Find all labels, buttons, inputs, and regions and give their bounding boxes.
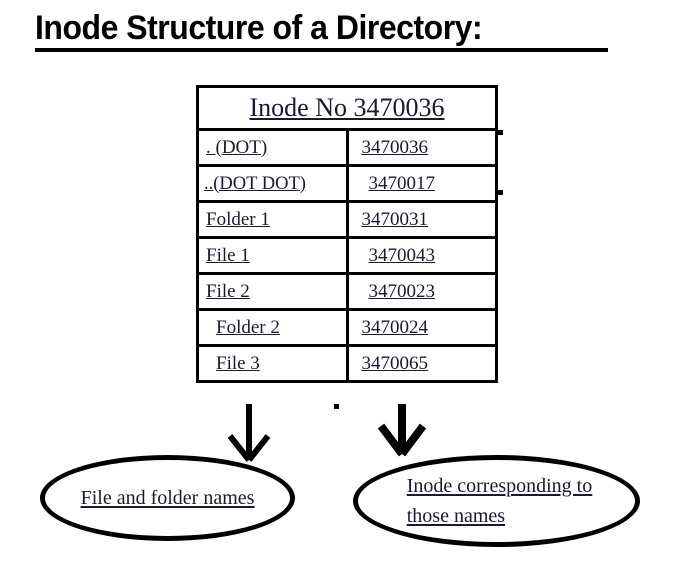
selection-handle [498, 190, 503, 195]
selection-handle [498, 130, 503, 135]
arrow-to-inode-numbers [377, 404, 427, 457]
entry-name-cell: File 2 [196, 272, 349, 311]
entry-inode-text: 3470024 [361, 316, 429, 338]
table-row: . (DOT) 3470036 [196, 128, 498, 167]
entry-name-cell: File 1 [196, 236, 349, 275]
entry-inode-text: 3470065 [361, 352, 429, 374]
table-header-row: Inode No 3470036 [196, 85, 498, 131]
entry-inode-cell: 3470065 [345, 344, 498, 383]
entry-name-cell: File 3 [196, 344, 349, 383]
entry-inode-text: 3470031 [361, 208, 429, 230]
inode-number-header-text: Inode No 3470036 [249, 93, 445, 122]
entry-name-cell: Folder 1 [196, 200, 349, 239]
callout-right-text: Inode corresponding to those names [407, 471, 593, 531]
callout-left-line1: File and folder names [80, 487, 255, 509]
table-row: Folder 2 3470024 [196, 308, 498, 347]
table-row: Folder 1 3470031 [196, 200, 498, 239]
entry-name-cell: Folder 2 [196, 308, 349, 347]
entry-inode-text: 3470036 [361, 136, 429, 158]
arrow-to-file-names [227, 404, 271, 462]
callout-right-line2: those names [406, 505, 506, 527]
entry-name-text: File 3 [216, 352, 260, 374]
entry-inode-cell: 3470017 [345, 164, 498, 203]
page-title: Inode Structure of a Directory: [35, 9, 483, 47]
entry-inode-cell: 3470031 [345, 200, 498, 239]
table-row: File 3 3470065 [196, 344, 498, 383]
callout-inode-correspondence: Inode corresponding to those names [353, 455, 640, 547]
entry-name-text: File 2 [206, 280, 250, 302]
inode-number-header-cell: Inode No 3470036 [196, 85, 498, 131]
callout-file-and-folder-names: File and folder names [40, 455, 295, 541]
entry-inode-text: 3470023 [368, 280, 436, 302]
entry-inode-cell: 3470023 [345, 272, 498, 311]
entry-name-text: . (DOT) [206, 136, 268, 158]
table-row: ..(DOT DOT) 3470017 [196, 164, 498, 203]
table-row: File 2 3470023 [196, 272, 498, 311]
entry-inode-text: 3470017 [368, 172, 436, 194]
entry-name-text: Folder 1 [206, 208, 270, 230]
entry-inode-cell: 3470024 [345, 308, 498, 347]
selection-handle [334, 404, 339, 409]
entry-inode-cell: 3470036 [345, 128, 498, 167]
entry-name-text: Folder 2 [216, 316, 280, 338]
inode-table: Inode No 3470036 . (DOT) 3470036 ..(DOT … [196, 85, 498, 383]
entry-inode-text: 3470043 [368, 244, 436, 266]
entry-name-cell: . (DOT) [196, 128, 349, 167]
table-row: File 1 3470043 [196, 236, 498, 275]
callout-right-line1: Inode corresponding to [406, 475, 593, 497]
callout-left-text: File and folder names [81, 483, 255, 513]
entry-name-text: ..(DOT DOT) [204, 173, 306, 194]
page-title-underline [35, 48, 608, 52]
entry-name-cell: ..(DOT DOT) [196, 164, 349, 203]
entry-name-text: File 1 [206, 244, 250, 266]
entry-inode-cell: 3470043 [345, 236, 498, 275]
